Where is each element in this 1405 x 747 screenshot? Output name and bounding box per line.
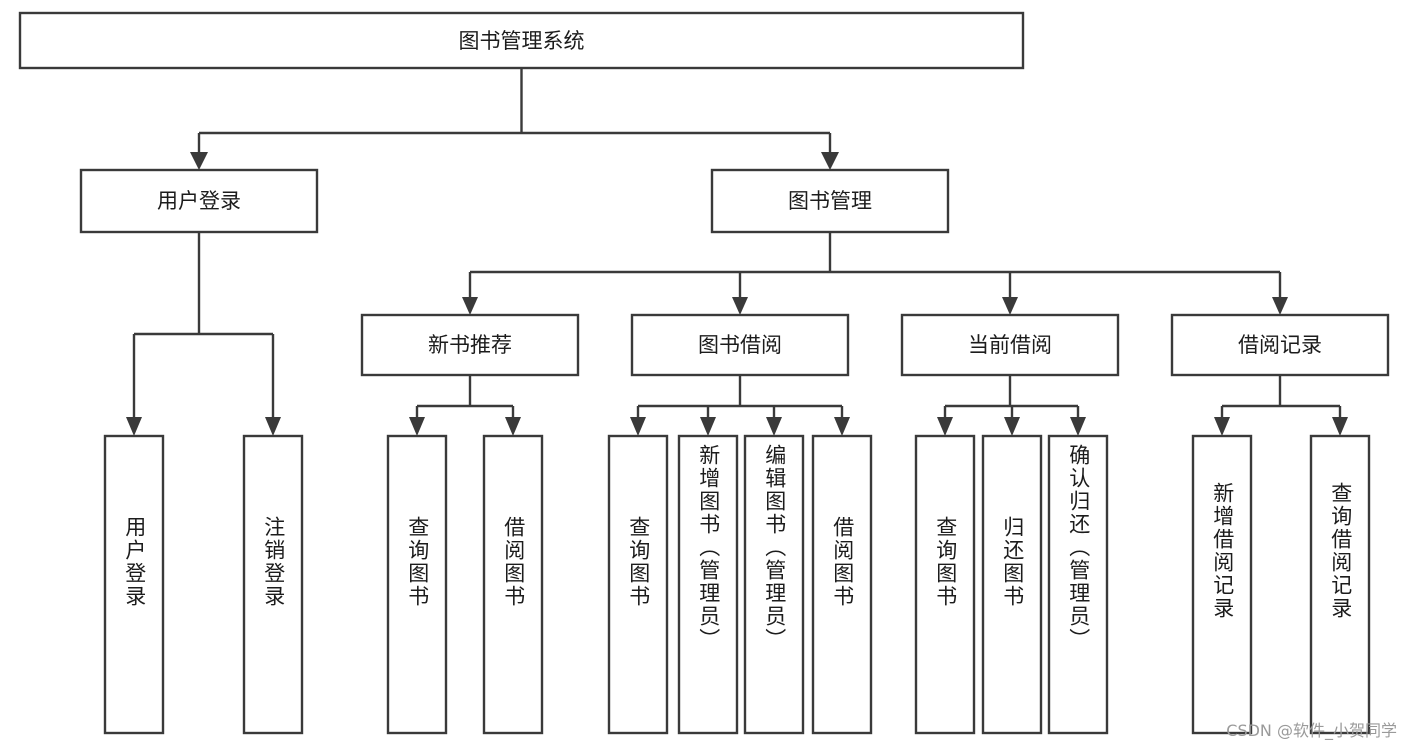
arrow-head-leaf-logout-login: [265, 417, 281, 436]
node-box-leaf-query-book-2[interactable]: [607, 434, 669, 735]
arrow-head-leaf-borrow-book-1: [505, 417, 521, 436]
node-label-new-book-recommend: 新书推荐: [428, 333, 512, 357]
node-box-book-borrow[interactable]: [630, 313, 850, 377]
arrow-head-leaf-query-book-1: [409, 417, 425, 436]
connector-group-book-management: [462, 232, 1288, 315]
node-box-leaf-edit-book[interactable]: [743, 434, 805, 735]
connector-group-user-login: [126, 232, 281, 436]
node-box-leaf-query-book-3[interactable]: [914, 434, 976, 735]
node-box-book-management[interactable]: [710, 168, 950, 234]
arrow-head-leaf-borrow-book-2: [834, 417, 850, 436]
node-label-borrow-record: 借阅记录: [1238, 333, 1322, 357]
node-label-current-borrow: 当前借阅: [968, 333, 1052, 357]
arrow-head-leaf-query-record: [1332, 417, 1348, 436]
arrow-head-leaf-user-login: [126, 417, 142, 436]
arrow-head-leaf-add-book: [700, 417, 716, 436]
connector-group-borrow-record: [1214, 375, 1348, 436]
node-box-leaf-query-record[interactable]: [1309, 434, 1371, 735]
node-box-new-book-recommend[interactable]: [360, 313, 580, 377]
node-box-current-borrow[interactable]: [900, 313, 1120, 377]
node-box-borrow-record[interactable]: [1170, 313, 1390, 377]
node-label-root: 图书管理系统: [459, 29, 585, 53]
connector-group-book-borrow: [630, 375, 850, 436]
node-box-root[interactable]: [18, 11, 1025, 70]
node-box-leaf-add-record[interactable]: [1191, 434, 1253, 735]
node-box-leaf-borrow-book-2[interactable]: [811, 434, 873, 735]
node-box-leaf-logout-login[interactable]: [242, 434, 304, 735]
arrow-head-leaf-edit-book: [766, 417, 782, 436]
node-box-user-login[interactable]: [79, 168, 319, 234]
arrow-head-leaf-query-book-2: [630, 417, 646, 436]
arrow-head-current-borrow: [1002, 297, 1018, 315]
connector-group-current-borrow: [937, 375, 1086, 436]
connector-group-new-book-recommend: [409, 375, 521, 436]
arrow-head-book-borrow: [732, 297, 748, 315]
node-box-leaf-return-book[interactable]: [981, 434, 1043, 735]
node-box-leaf-query-book-1[interactable]: [386, 434, 448, 735]
arrow-head-book-management: [821, 152, 839, 170]
arrow-head-leaf-add-record: [1214, 417, 1230, 436]
node-label-user-login: 用户登录: [157, 189, 241, 213]
arrow-head-user-login: [190, 152, 208, 170]
arrow-head-borrow-record: [1272, 297, 1288, 315]
node-label-book-borrow: 图书借阅: [698, 333, 782, 357]
node-box-leaf-borrow-book-1[interactable]: [482, 434, 544, 735]
node-box-leaf-add-book[interactable]: [677, 434, 739, 735]
connector-group-root: [190, 68, 839, 170]
arrow-head-new-book-recommend: [462, 297, 478, 315]
arrow-head-leaf-query-book-3: [937, 417, 953, 436]
arrow-head-leaf-return-book: [1004, 417, 1020, 436]
arrow-head-leaf-confirm-return: [1070, 417, 1086, 436]
node-box-leaf-confirm-return[interactable]: [1047, 434, 1109, 735]
csdn-watermark: CSDN @软件_小贺同学: [1226, 721, 1397, 740]
node-label-book-management: 图书管理: [788, 189, 872, 213]
node-box-leaf-user-login[interactable]: [103, 434, 165, 735]
